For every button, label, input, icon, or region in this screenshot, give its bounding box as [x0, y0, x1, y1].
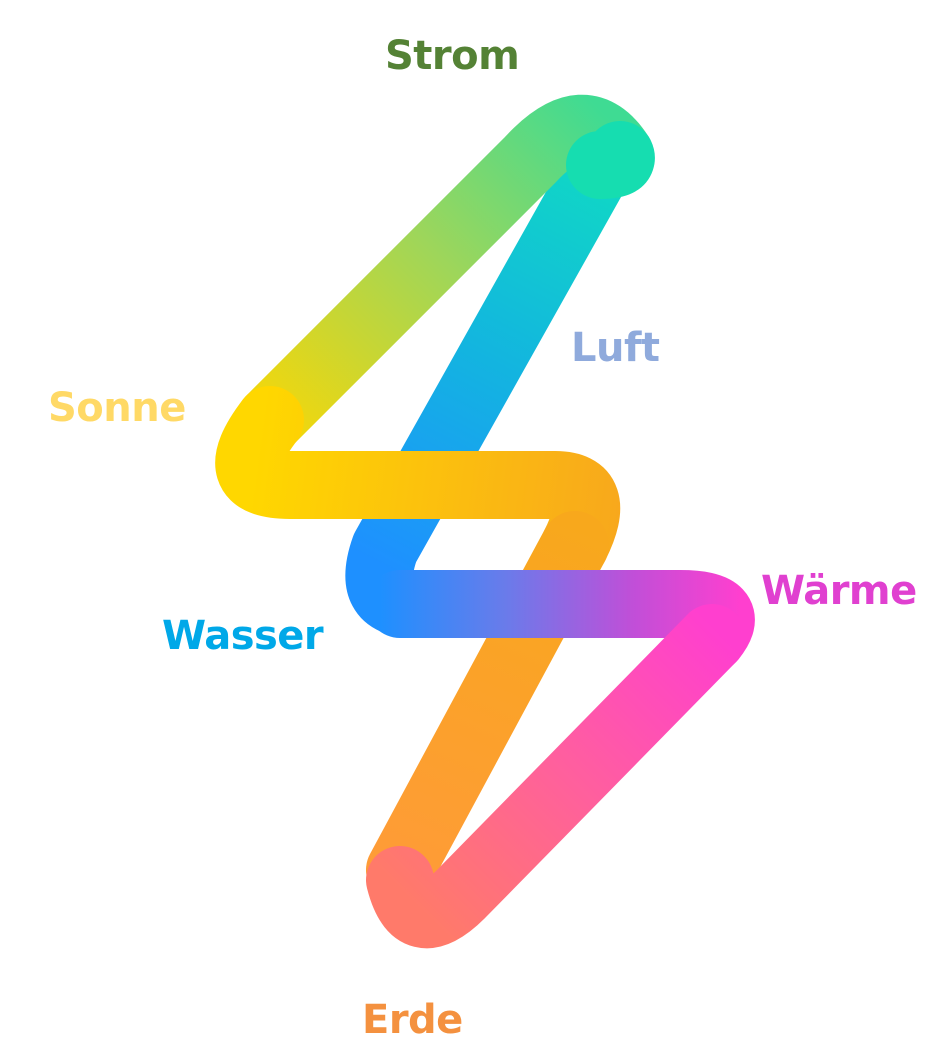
label-sonne: Sonne [48, 385, 186, 431]
bolt-stroke-waerme-diag [366, 604, 746, 949]
label-erde: Erde [362, 997, 463, 1043]
label-wasser: Wasser [162, 613, 324, 659]
label-strom: Strom [385, 33, 520, 79]
label-luft: Luft [571, 325, 660, 371]
label-waerme: Wärme [761, 568, 917, 614]
bolt-stroke-sonne-bar [215, 386, 621, 579]
bolt-stroke-strom-cap [566, 121, 655, 199]
